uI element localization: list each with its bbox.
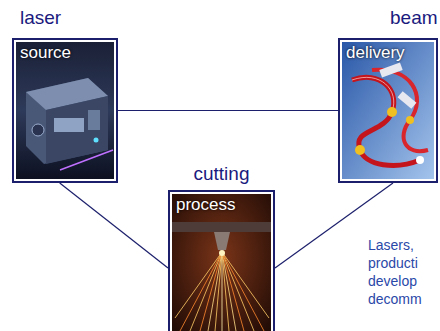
panel-caption: source (14, 40, 116, 63)
cutting-picture (172, 194, 271, 331)
panel-caption: delivery (340, 40, 436, 63)
note-text: Lasers, producti develop decomm (368, 236, 438, 308)
panel-heading: laser (12, 4, 118, 32)
connector-line (118, 110, 338, 111)
beam-delivery-picture (342, 42, 434, 179)
picture-panel: beam delivery (338, 4, 438, 183)
picture-panel: cutting process (168, 163, 275, 331)
panel-frame: process (168, 190, 275, 331)
laser-picture (16, 42, 114, 179)
connector-line (60, 183, 168, 268)
picture-panel: laser source (12, 4, 118, 183)
panel-frame: delivery (338, 38, 438, 183)
panel-heading: cutting (168, 163, 275, 184)
panel-heading: beam (338, 4, 438, 32)
panel-frame: source (12, 38, 118, 183)
panel-caption: process (170, 192, 273, 215)
